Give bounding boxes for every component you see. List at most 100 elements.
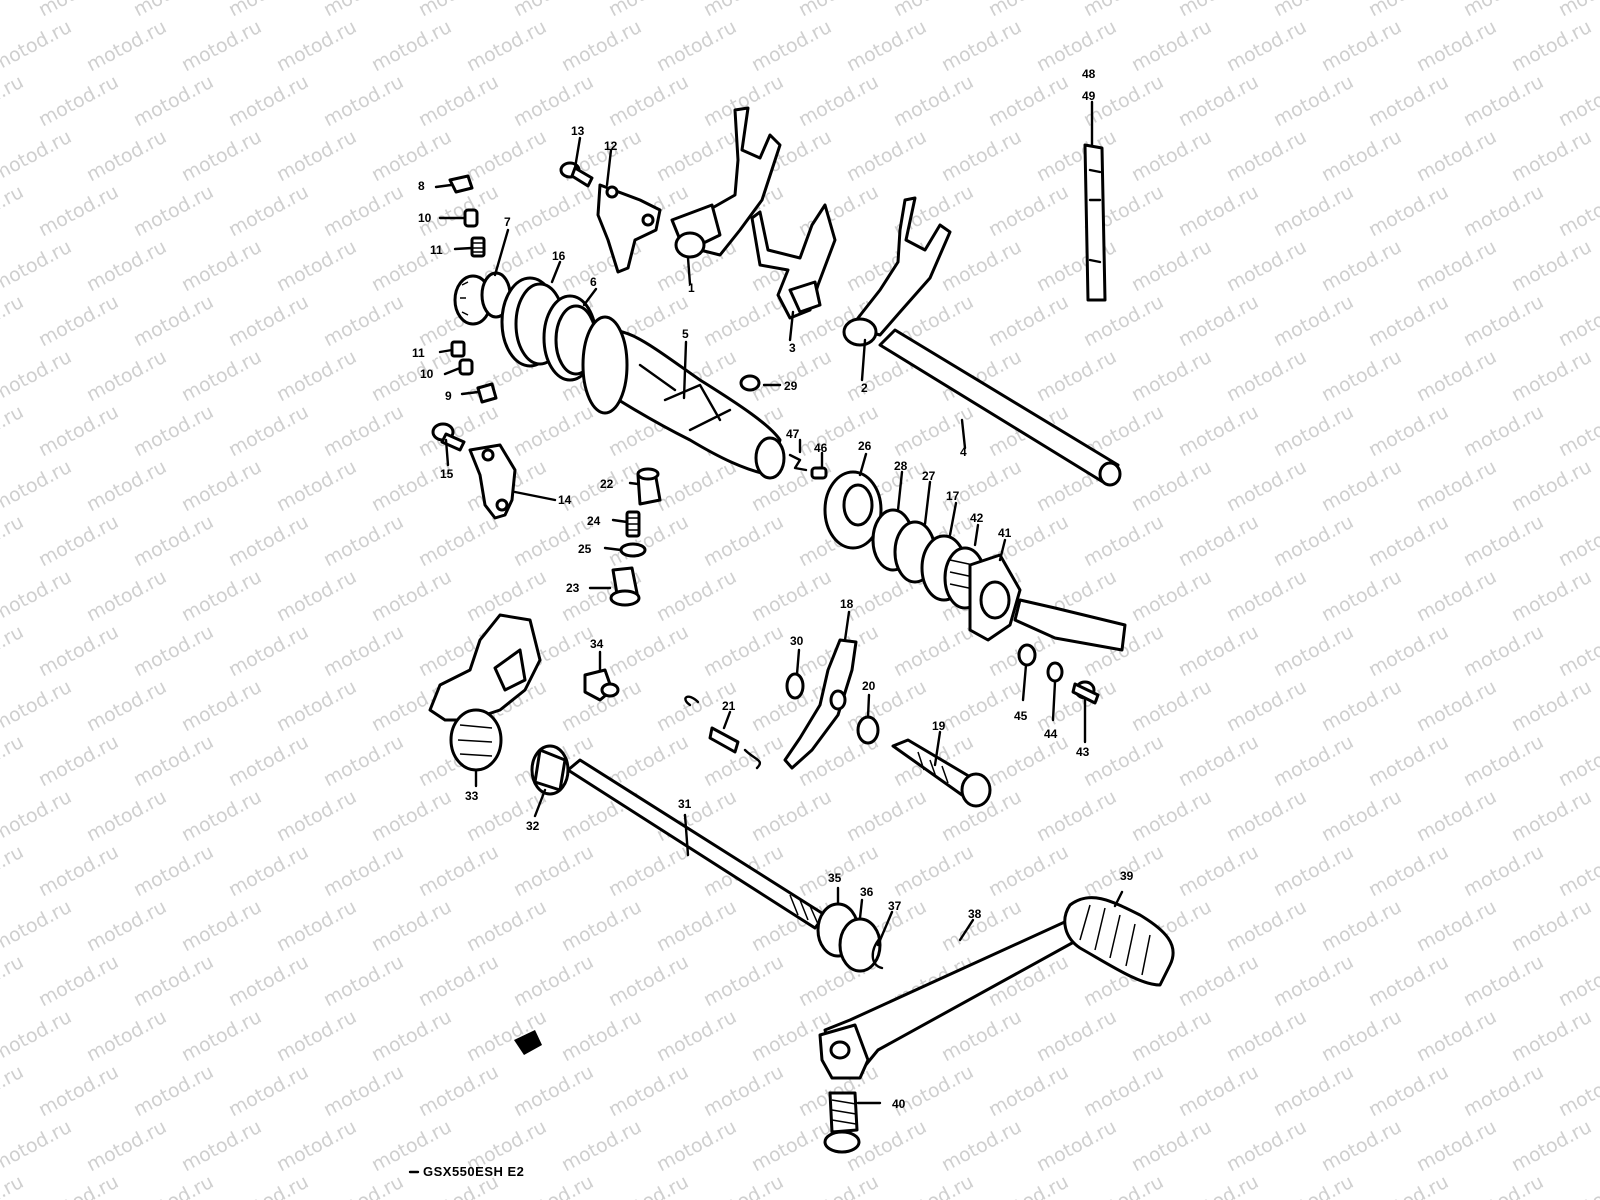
plate-14	[468, 443, 517, 520]
plug-22	[636, 467, 662, 506]
spring-10-top	[463, 208, 479, 228]
callout-25: 25	[578, 542, 592, 556]
plug-23	[609, 566, 641, 607]
washer-20	[856, 715, 880, 745]
callout-34: 34	[590, 637, 604, 651]
callout-9: 9	[445, 389, 452, 403]
spare-part-small	[514, 1030, 542, 1055]
washer-25	[619, 542, 647, 558]
spring-10-lower	[458, 358, 474, 376]
circlip-37	[871, 936, 884, 970]
callout-43: 43	[1076, 745, 1090, 759]
callout-18: 18	[840, 597, 854, 611]
callout-1: 1	[688, 281, 695, 295]
shift-fork-3	[750, 203, 837, 320]
leader-lines	[434, 100, 1124, 1105]
callout-39: 39	[1120, 869, 1134, 883]
spring-11-top	[470, 236, 486, 258]
bolt-40	[823, 1091, 861, 1154]
callout-36: 36	[860, 885, 874, 899]
callout-29: 29	[784, 379, 798, 393]
shift-fork-2	[842, 196, 952, 347]
callout-26: 26	[858, 439, 872, 453]
washer-44	[1046, 661, 1064, 683]
callout-47: 47	[786, 427, 800, 441]
callout-35: 35	[828, 871, 842, 885]
callout-41: 41	[998, 526, 1012, 540]
callout-19: 19	[932, 719, 946, 733]
callout-20: 20	[862, 679, 876, 693]
callout-21: 21	[722, 699, 736, 713]
callout-24: 24	[587, 514, 601, 528]
callout-11-top: 11	[430, 243, 443, 257]
spring-21	[684, 695, 762, 770]
callout-22: 22	[600, 477, 614, 491]
callout-2: 2	[861, 381, 868, 395]
callout-33: 33	[465, 789, 479, 803]
callout-46: 46	[814, 441, 828, 455]
callout-17: 17	[946, 489, 960, 503]
callout-13: 13	[571, 124, 585, 138]
arm-18	[783, 638, 858, 770]
switch-41	[968, 553, 1127, 652]
callout-38: 38	[968, 907, 982, 921]
pin-8	[448, 174, 474, 194]
callout-45: 45	[1014, 709, 1028, 723]
model-code: GSX550ESH E2	[423, 1164, 524, 1179]
callout-11-lower: 11	[412, 346, 425, 360]
callout-6: 6	[590, 275, 597, 289]
spring-47	[788, 453, 808, 472]
drum-stopper-7	[453, 271, 512, 326]
screw-43	[1071, 680, 1100, 705]
stopper-plate-12	[596, 183, 662, 274]
callout-4: 4	[960, 445, 967, 459]
shift-fork-1	[670, 106, 782, 259]
callout-10-top: 10	[418, 211, 432, 225]
callout-7: 7	[504, 215, 511, 229]
bolt-19	[891, 738, 992, 808]
rubber-39	[1063, 896, 1175, 987]
screw-13	[559, 161, 594, 188]
spring-24	[625, 510, 641, 538]
callout-49: 49	[1082, 89, 1096, 103]
fork-shaft-4	[878, 328, 1122, 487]
pin-46	[810, 466, 828, 480]
gearshift-cam-drum-5	[581, 315, 786, 480]
callout-12: 12	[604, 139, 618, 153]
fitting-34	[583, 668, 620, 702]
model-code-footer: GSX550ESH E2	[408, 1164, 524, 1179]
callout-28: 28	[894, 459, 908, 473]
gearshift-shaft-31	[566, 758, 827, 930]
collar-32	[530, 744, 570, 796]
callout-15: 15	[440, 467, 454, 481]
callout-31: 31	[678, 797, 692, 811]
callout-14: 14	[558, 493, 572, 507]
pin-9	[476, 382, 498, 404]
clip-48-49	[1083, 143, 1107, 302]
shift-arm-plate	[428, 613, 542, 722]
callout-30: 30	[790, 634, 804, 648]
callout-27: 27	[922, 469, 936, 483]
spring-11-lower	[450, 340, 466, 358]
callout-32: 32	[526, 819, 540, 833]
callout-labels: 13 12 8 10 11 7 16 6 1 3 5 2 4 29 47 46 …	[412, 67, 1134, 1111]
callout-37: 37	[888, 899, 902, 913]
washer-45	[1017, 643, 1037, 667]
callout-40: 40	[892, 1097, 906, 1111]
callout-3: 3	[789, 341, 796, 355]
callout-42: 42	[970, 511, 984, 525]
callout-23: 23	[566, 581, 580, 595]
o-ring-29	[739, 374, 761, 392]
callout-8: 8	[418, 179, 425, 193]
callout-44: 44	[1044, 727, 1058, 741]
washer-30	[785, 672, 805, 700]
callout-10-lower: 10	[420, 367, 434, 381]
callout-48: 48	[1082, 67, 1096, 81]
spring-33	[449, 708, 503, 772]
cam-guide-26	[823, 470, 883, 550]
callout-5: 5	[682, 327, 689, 341]
callout-16: 16	[552, 249, 566, 263]
gearshift-lever-38	[818, 913, 1094, 1080]
